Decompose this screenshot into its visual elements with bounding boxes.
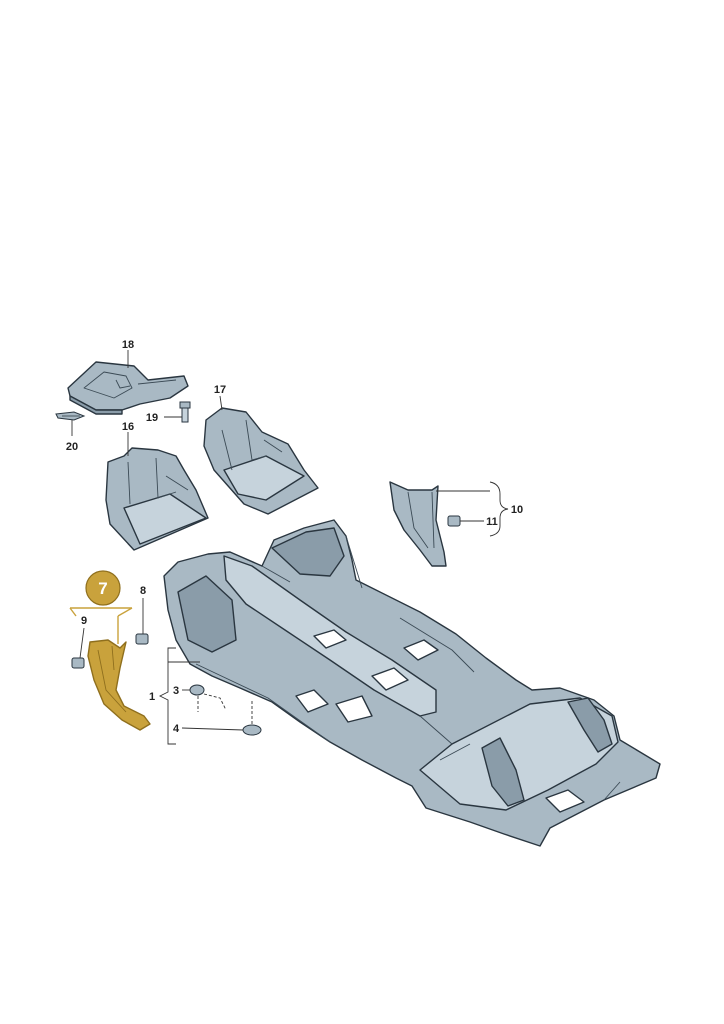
leader-3-dash	[197, 693, 227, 712]
part-8-body	[135, 633, 149, 645]
leader-4	[181, 727, 244, 731]
part-10-body	[389, 481, 447, 567]
part-7-detail	[97, 645, 127, 713]
label-8: 8	[140, 585, 146, 597]
part-18-detail	[83, 371, 177, 399]
carpet-opening-4	[295, 689, 329, 713]
part-18-edge	[69, 395, 123, 415]
carpet-opening-6	[545, 789, 585, 813]
leader-lines	[71, 350, 509, 745]
part-11-clip[interactable]	[447, 515, 461, 527]
leader-10-brace	[489, 481, 509, 537]
part-1-floor-carpet[interactable]	[163, 519, 661, 847]
part-11-body	[447, 515, 461, 527]
carpet-opening-1	[313, 629, 347, 649]
part-17-liner[interactable]	[203, 407, 319, 515]
part-10-detail	[407, 491, 435, 549]
part-8-clip[interactable]	[135, 633, 149, 645]
part-9-body	[71, 657, 85, 669]
part-17-detail	[221, 419, 283, 471]
callout-7-number: 7	[98, 579, 107, 598]
callout-7[interactable]: 7	[69, 570, 133, 644]
callout-7-bracket-left	[69, 607, 77, 617]
part-10-trim[interactable]	[389, 481, 447, 567]
part-labels: 18 17 19 20 16 10 11 8 9 1 3 4	[66, 339, 523, 735]
carpet-rear-well-left	[481, 737, 525, 807]
part-19-bolt[interactable]	[179, 401, 191, 423]
part-18-shield[interactable]	[67, 361, 189, 415]
leader-17	[219, 395, 223, 411]
carpet-opening-2	[371, 667, 409, 691]
part-9-clip[interactable]	[71, 657, 85, 669]
carpet-rear-well-right	[567, 697, 613, 753]
carpet-left-footwell	[177, 575, 237, 653]
part-3-nut[interactable]	[189, 684, 205, 696]
label-17: 17	[214, 384, 226, 396]
part-7-highlighted-trim[interactable]	[87, 639, 151, 731]
part-16-detail	[127, 457, 189, 505]
part-16-liner[interactable]	[105, 447, 209, 551]
label-18: 18	[122, 339, 134, 351]
part-20-screw[interactable]	[55, 411, 86, 421]
carpet-opening-3	[403, 639, 439, 661]
label-16: 16	[122, 421, 134, 433]
label-3: 3	[173, 685, 179, 697]
part-4-body	[242, 724, 262, 736]
label-11: 11	[486, 516, 498, 528]
label-4: 4	[173, 723, 180, 735]
carpet-right-footwell	[271, 527, 345, 577]
part-19-head	[179, 401, 191, 409]
leader-9	[79, 627, 85, 659]
carpet-rear-panel	[419, 697, 619, 811]
part-16-floor	[123, 493, 207, 545]
part-3-body	[189, 684, 205, 696]
label-20: 20	[66, 441, 78, 453]
part-7-body	[87, 639, 151, 731]
part-19-shank	[181, 407, 189, 423]
carpet-opening-5	[335, 695, 373, 723]
label-9: 9	[81, 615, 87, 627]
leader-1-brace	[158, 647, 176, 745]
label-1: 1	[149, 691, 155, 703]
label-10: 10	[511, 504, 523, 516]
callout-7-circle	[85, 570, 121, 606]
part-4-grommet[interactable]	[242, 724, 262, 736]
callout-7-bracket-right	[117, 607, 133, 617]
label-19: 19	[146, 412, 158, 424]
carpet-detail-lines	[195, 535, 621, 801]
